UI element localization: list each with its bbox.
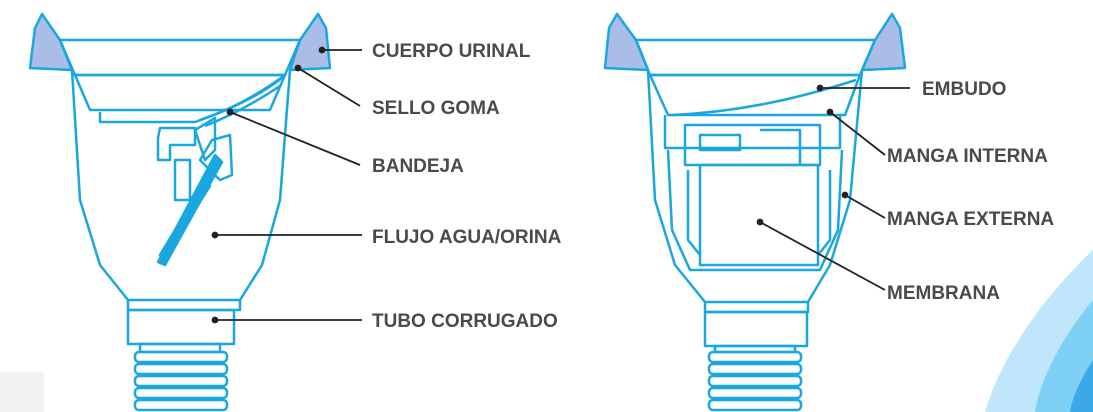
right-urinal-body-right xyxy=(860,12,907,72)
left-urinal-body-right xyxy=(288,12,332,72)
right-inner-sleeve xyxy=(663,115,842,150)
right-urinal-body-left xyxy=(603,12,650,72)
right-funnel xyxy=(634,38,877,77)
label-manga-interna: MANGA INTERNA xyxy=(887,146,1048,167)
label-cuerpo-urinal: CUERPO URINAL xyxy=(372,41,531,62)
left-outer-body xyxy=(70,69,292,302)
left-seal-rim xyxy=(73,73,287,112)
decorative-swoosh xyxy=(985,250,1093,412)
right-corrugated-tube xyxy=(707,344,803,412)
left-tube-collar xyxy=(126,308,236,346)
right-membrane xyxy=(698,163,820,267)
left-urinal-body-left xyxy=(28,12,74,72)
right-outer-body xyxy=(646,69,864,304)
left-valve xyxy=(28,12,332,412)
corner-swatch xyxy=(0,372,44,412)
right-leaders xyxy=(756,84,910,291)
left-funnel-top xyxy=(58,38,302,77)
right-tube-collar xyxy=(703,310,809,348)
label-flujo: FLUJO AGUA/ORINA xyxy=(372,227,562,248)
label-membrana: MEMBRANA xyxy=(887,283,1000,304)
label-embudo: EMBUDO xyxy=(922,79,1007,100)
left-neck xyxy=(126,300,242,312)
left-leaders xyxy=(211,46,362,324)
label-tubo: TUBO CORRUGADO xyxy=(372,311,558,332)
left-tray xyxy=(98,77,283,124)
label-manga-externa: MANGA EXTERNA xyxy=(887,209,1055,230)
right-valve xyxy=(603,12,907,412)
label-sello-goma: SELLO GOMA xyxy=(372,98,500,119)
left-corrugated-tube xyxy=(133,342,229,412)
label-bandeja: BANDEJA xyxy=(372,156,464,177)
